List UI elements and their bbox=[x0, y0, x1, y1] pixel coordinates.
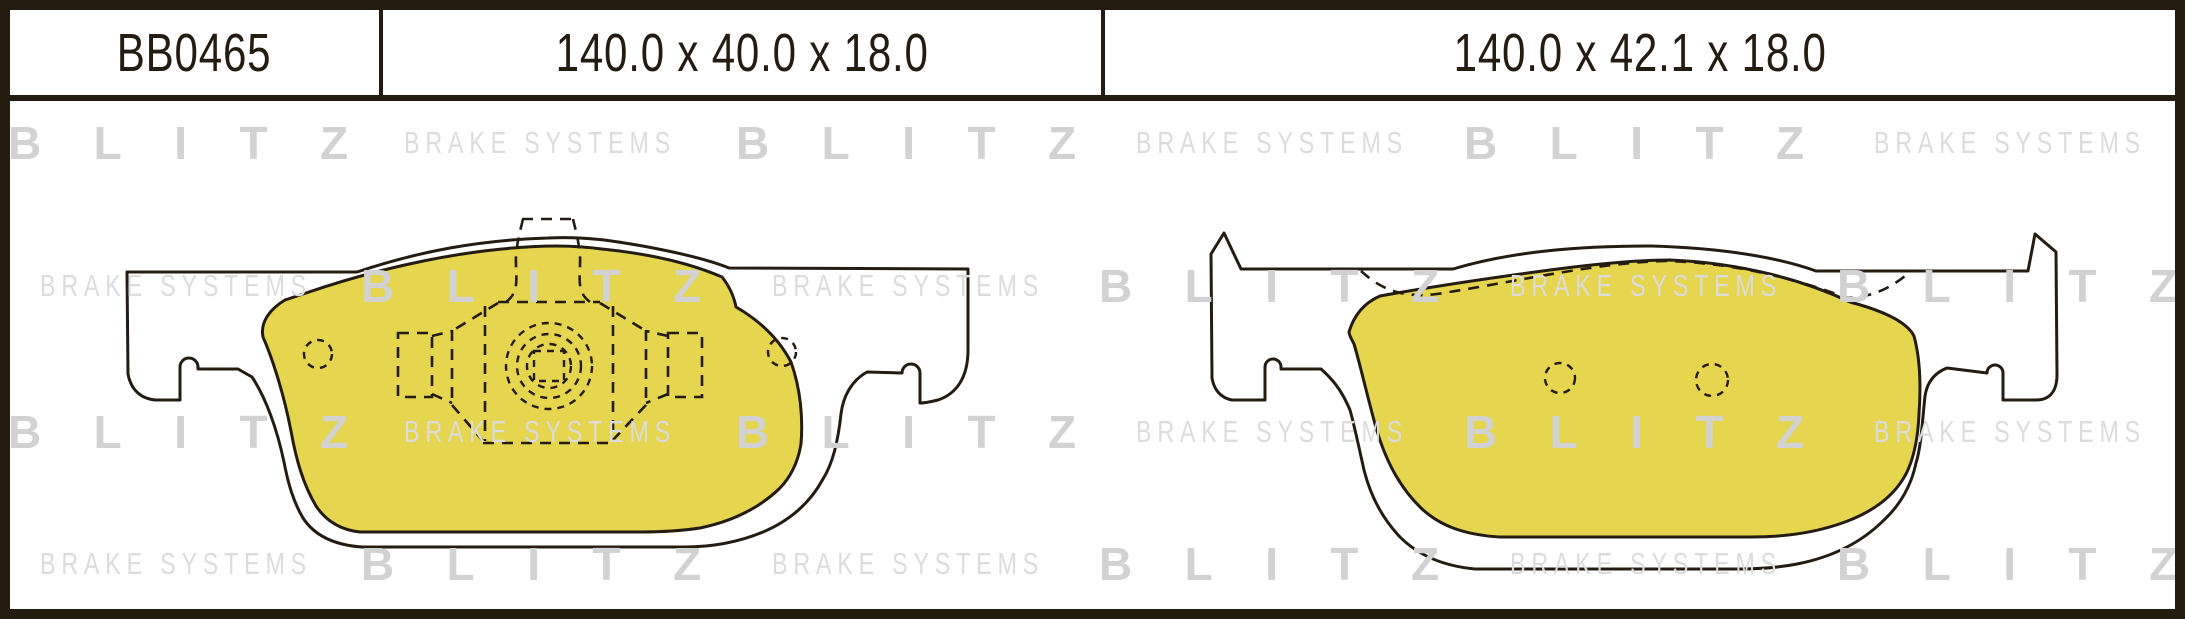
left-damper-contour bbox=[396, 300, 704, 445]
part-number: BB0465 bbox=[117, 22, 272, 83]
header-table: BB0465 140.0 x 40.0 x 18.0 140.0 x 42.1 … bbox=[10, 10, 2175, 101]
right-friction-pad bbox=[1347, 258, 1922, 539]
right-pad-hole-right bbox=[1694, 362, 1730, 398]
left-pad-dimensions: 140.0 x 40.0 x 18.0 bbox=[555, 22, 929, 83]
left-pad-drawing bbox=[125, 217, 970, 549]
right-pad-dimensions: 140.0 x 42.1 x 18.0 bbox=[1453, 22, 1827, 83]
left-friction-pad bbox=[260, 244, 804, 534]
left-pad-hole-right bbox=[766, 336, 798, 368]
right-pad-drawing bbox=[1209, 231, 2059, 571]
part-number-cell: BB0465 bbox=[10, 10, 383, 95]
right-pad-dimensions-cell: 140.0 x 42.1 x 18.0 bbox=[1105, 10, 2175, 95]
right-pad-hole-left bbox=[1543, 361, 1577, 395]
left-piston-center-mark bbox=[504, 321, 594, 411]
left-pad-dimensions-cell: 140.0 x 40.0 x 18.0 bbox=[383, 10, 1105, 95]
left-pad-hole-left bbox=[302, 338, 334, 370]
right-pad-top-dashed-line bbox=[1360, 259, 1912, 300]
